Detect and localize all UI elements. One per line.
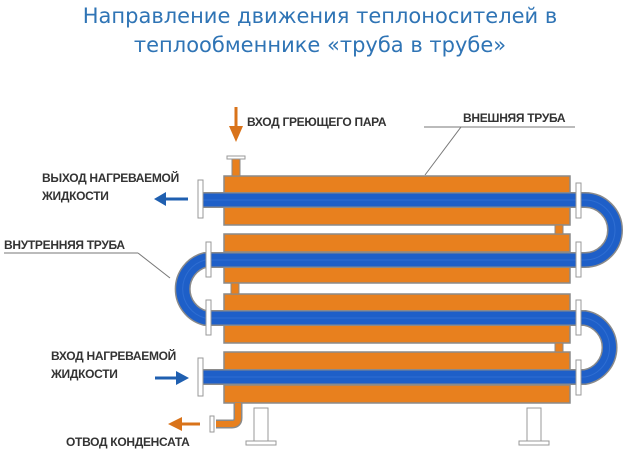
inner-tube-label: ВНУТРЕННЯЯ ТРУБА xyxy=(4,238,125,252)
heated-inlet-label-1: ВХОД НАГРЕВАЕМОЙ xyxy=(51,348,176,363)
steam-connectors xyxy=(230,224,564,353)
outer-tubes xyxy=(223,175,571,404)
outer-tube-label: ВНЕШНЯЯ ТРУБА xyxy=(463,111,566,125)
title-line-2: теплообменнике «труба в трубе» xyxy=(133,33,507,57)
heated-outlet-arrow xyxy=(154,192,188,206)
condensate-label: ОТВОД КОНДЕНСАТА xyxy=(66,435,190,449)
heated-outlet-label-2: ЖИДКОСТИ xyxy=(41,189,109,203)
flanges xyxy=(197,179,582,397)
steam-inlet-arrow xyxy=(229,107,243,142)
steam-inlet-label: ВХОД ГРЕЮЩЕГО ПАРА xyxy=(247,115,387,129)
steam-inlet-nozzle xyxy=(226,155,246,177)
inner-tube xyxy=(174,192,623,385)
heated-inlet-arrow xyxy=(155,371,189,385)
heated-outlet-label-1: ВЫХОД НАГРЕВАЕМОЙ xyxy=(42,170,179,185)
title-line-1: Направление движения теплоносителей в xyxy=(82,4,558,28)
support-legs xyxy=(245,407,550,446)
heated-inlet-label-2: ЖИДКОСТИ xyxy=(50,367,118,381)
condensate-arrow xyxy=(168,417,200,431)
